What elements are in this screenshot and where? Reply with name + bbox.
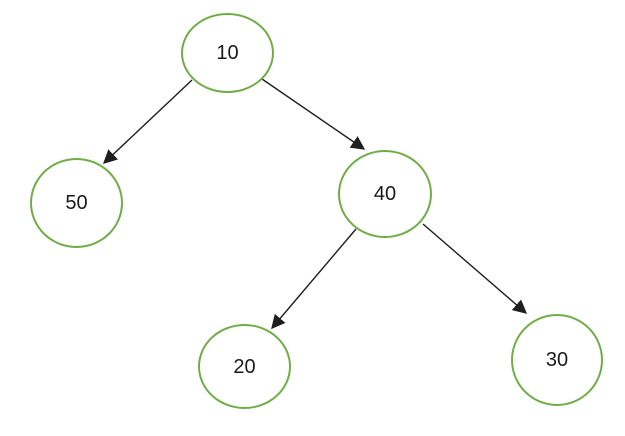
edge-40-20-arrow — [271, 228, 357, 330]
tree-node-label: 10 — [216, 42, 239, 64]
tree-node-right-child: 40 — [338, 150, 432, 238]
tree-node-label: 50 — [65, 192, 88, 214]
tree-node-label: 20 — [233, 355, 256, 378]
edge-10-40-arrow — [261, 78, 366, 150]
tree-node-root: 10 — [181, 13, 274, 93]
tree-node-right-grandchild: 30 — [511, 314, 603, 406]
edge-10-50-arrow — [102, 79, 193, 164]
edge-40-30-arrow — [422, 223, 528, 314]
tree-node-left-grandchild: 20 — [198, 324, 291, 409]
tree-node-label: 30 — [545, 349, 569, 371]
tree-node-left-child: 50 — [30, 158, 123, 248]
tree-node-label: 40 — [373, 183, 397, 205]
